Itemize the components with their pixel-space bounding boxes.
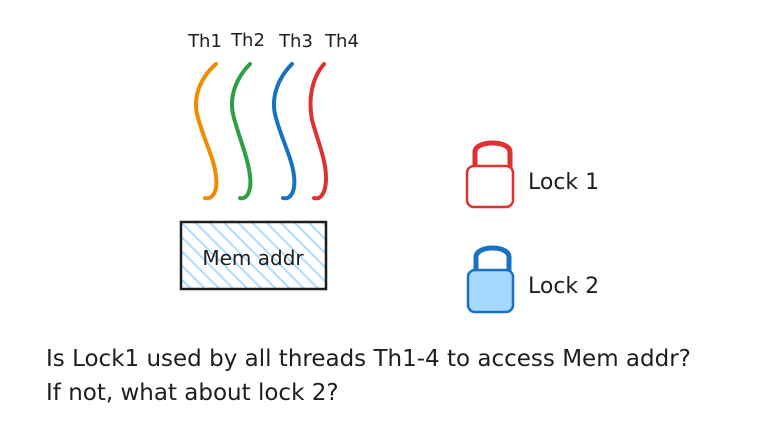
question-line-2: If not, what about lock 2? [46, 380, 339, 406]
lock-2-label: Lock 2 [528, 274, 599, 299]
lock-1-shackle [472, 140, 513, 175]
thread-line-th3 [272, 62, 297, 201]
question-line-1: Is Lock1 used by all threads Th1-4 to ac… [46, 346, 691, 372]
memory-label: Mem addr [202, 246, 304, 270]
memory-block [179, 220, 328, 291]
thread-line-th4 [308, 62, 329, 201]
thread-label-th3: Th3 [278, 31, 313, 52]
lock-2-shackle [473, 245, 512, 278]
thread-label-th2: Th2 [230, 30, 265, 51]
thread-label-th4: Th4 [324, 31, 359, 52]
lock-1-label: Lock 1 [528, 170, 599, 195]
lock-2-icon [466, 245, 515, 314]
lock-1-body [465, 164, 515, 209]
lock-1-icon [465, 140, 515, 209]
thread-line-th1 [194, 62, 219, 201]
lock-2-body [466, 268, 515, 314]
thread-label-th1: Th1 [187, 31, 222, 52]
thread-line-th2 [230, 62, 253, 201]
